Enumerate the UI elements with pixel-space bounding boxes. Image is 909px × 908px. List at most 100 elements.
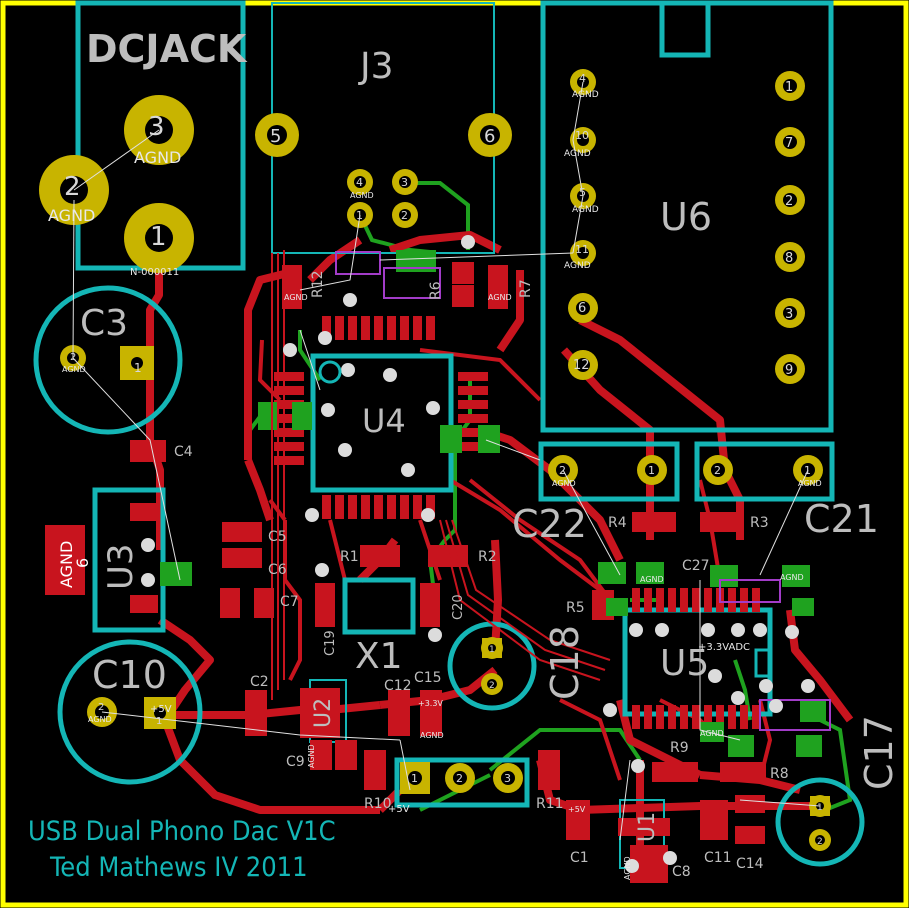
dcjack-pin-2: 2 [64, 172, 81, 202]
net-dc-label: N-000011 [130, 267, 179, 278]
ref-c14: C14 [736, 856, 764, 872]
net-agnd-r7: AGND [488, 293, 512, 302]
back-silk [335, 251, 831, 731]
net-agnd-header: AGND [350, 191, 374, 200]
ref-r3: R3 [750, 515, 769, 531]
ref-c20: C20 [451, 594, 466, 620]
c10-pin-1: 1 [156, 716, 162, 727]
net-5v-r10: +5V [388, 804, 410, 815]
net-agnd-c28: AGND [780, 573, 804, 582]
net-agnd-u6-5: AGND [572, 205, 599, 215]
pin-number-labels: 3 2 1 5 6 4 10 5 11 6 12 1 7 2 8 3 9 4 3… [64, 72, 823, 847]
title-line-1: USB Dual Phono Dac V1C [28, 816, 336, 847]
c21-pin-2: 2 [714, 464, 721, 477]
ref-j3: J3 [358, 46, 394, 87]
ref-r8: R8 [770, 766, 789, 782]
net-agnd-c21: AGND [798, 479, 822, 488]
ref-c22: C22 [512, 502, 587, 546]
ref-r10: R10 [364, 796, 392, 812]
u6-pin-8: 8 [785, 251, 793, 266]
j3-pin-6: 6 [484, 126, 495, 147]
net-agnd-c3: AGND [62, 365, 86, 374]
u5-marker [754, 648, 772, 678]
j3-pin-5: 5 [270, 126, 281, 147]
net-agnd-r12: AGND [284, 293, 308, 302]
u6-pin-3: 3 [785, 307, 793, 322]
net-agnd-u6-10: AGND [564, 149, 591, 159]
ref-u6: U6 [660, 195, 712, 239]
ref-c4: C4 [174, 444, 193, 460]
ref-c15: C15 [414, 670, 442, 686]
c10-pin-2: 2 [98, 702, 104, 713]
ref-c12: C12 [384, 678, 412, 694]
courtyard-outlines [33, 0, 865, 867]
net-agnd-u6-11: AGND [564, 261, 591, 271]
dcjack-pin-3: 3 [148, 112, 165, 142]
net-5v-c10: +5V [150, 704, 172, 715]
ref-c7: C7 [280, 594, 299, 610]
dcjack-pin-1: 1 [150, 222, 167, 252]
ref-u3: U3 [101, 543, 141, 590]
c3-pin-1: 1 [134, 361, 142, 375]
ref-c6: C6 [268, 562, 287, 578]
back-smd-pads [160, 250, 826, 757]
c18-pin-1: 1 [489, 645, 495, 655]
u6-pin-1: 1 [785, 80, 793, 95]
header-pin-3: 3 [401, 176, 408, 189]
ref-c17: C17 [857, 715, 901, 790]
net-agnd-c1: AGND [623, 856, 632, 880]
ref-x1: X1 [355, 636, 403, 677]
u6-pin-6: 6 [578, 301, 586, 316]
net-agnd-dcjack3: AGND [134, 148, 181, 167]
ref-c1: C1 [570, 850, 589, 866]
ref-r6: R6 [428, 281, 444, 300]
u6-pin-11: 11 [575, 243, 589, 256]
net-agnd-u6-4: AGND [572, 90, 599, 100]
u6-pin-9: 9 [785, 363, 793, 378]
ref-u4: U4 [362, 402, 406, 440]
jumper-pin-1: 1 [411, 772, 418, 785]
vias [141, 235, 815, 873]
c17-pin-2: 2 [817, 837, 823, 847]
jumper-pin-2: 2 [456, 772, 463, 785]
net-u5: +3.3VADC [698, 642, 750, 653]
ref-u1: U1 [635, 812, 660, 842]
net-agnd-c12: AGND [420, 731, 444, 740]
net-agnd-r9: AGND [700, 729, 724, 738]
c22-pin-2: 2 [559, 464, 566, 477]
ratsnest [72, 81, 821, 841]
header-pin-4: 4 [356, 176, 363, 189]
u6-pin-7: 7 [785, 136, 793, 151]
u4-pin1-marker [318, 360, 342, 384]
net-agnd-dcjack2: AGND [48, 206, 95, 225]
ref-c21: C21 [804, 497, 879, 541]
ref-dcjack: DCJACK [86, 27, 248, 71]
u3-pin-number: 6 [73, 558, 92, 568]
ref-c8: C8 [672, 864, 691, 880]
net-agnd-c10: AGND [88, 715, 112, 724]
ref-c3: C3 [80, 303, 128, 344]
u6-pin-10: 10 [575, 129, 589, 142]
u6-pin-12: 12 [573, 358, 590, 373]
u6-pin-5: 5 [579, 186, 586, 199]
ref-c27: C27 [682, 558, 710, 574]
ref-r11: R11 [536, 796, 564, 812]
ref-u2: U2 [311, 698, 336, 728]
ref-c9: C9 [286, 754, 305, 770]
ref-c11: C11 [704, 850, 732, 866]
ref-c19: C19 [323, 630, 338, 656]
net-33v-c15: +3.3V [418, 699, 443, 708]
title-line-2: Ted Mathews IV 2011 [49, 852, 308, 883]
ref-r7: R7 [518, 279, 534, 298]
header-pin-1: 1 [356, 209, 363, 222]
ref-r5: R5 [566, 600, 585, 616]
net-agnd-c22: AGND [552, 479, 576, 488]
ref-r4: R4 [608, 515, 627, 531]
ref-c5: C5 [268, 529, 287, 545]
c22-pin-1: 1 [648, 464, 655, 477]
ref-c18: C18 [543, 625, 587, 700]
jumper-pin-3: 3 [504, 772, 511, 785]
ref-c10: C10 [92, 653, 167, 697]
ref-r9: R9 [670, 740, 689, 756]
c17-pin-1: 1 [817, 803, 823, 813]
